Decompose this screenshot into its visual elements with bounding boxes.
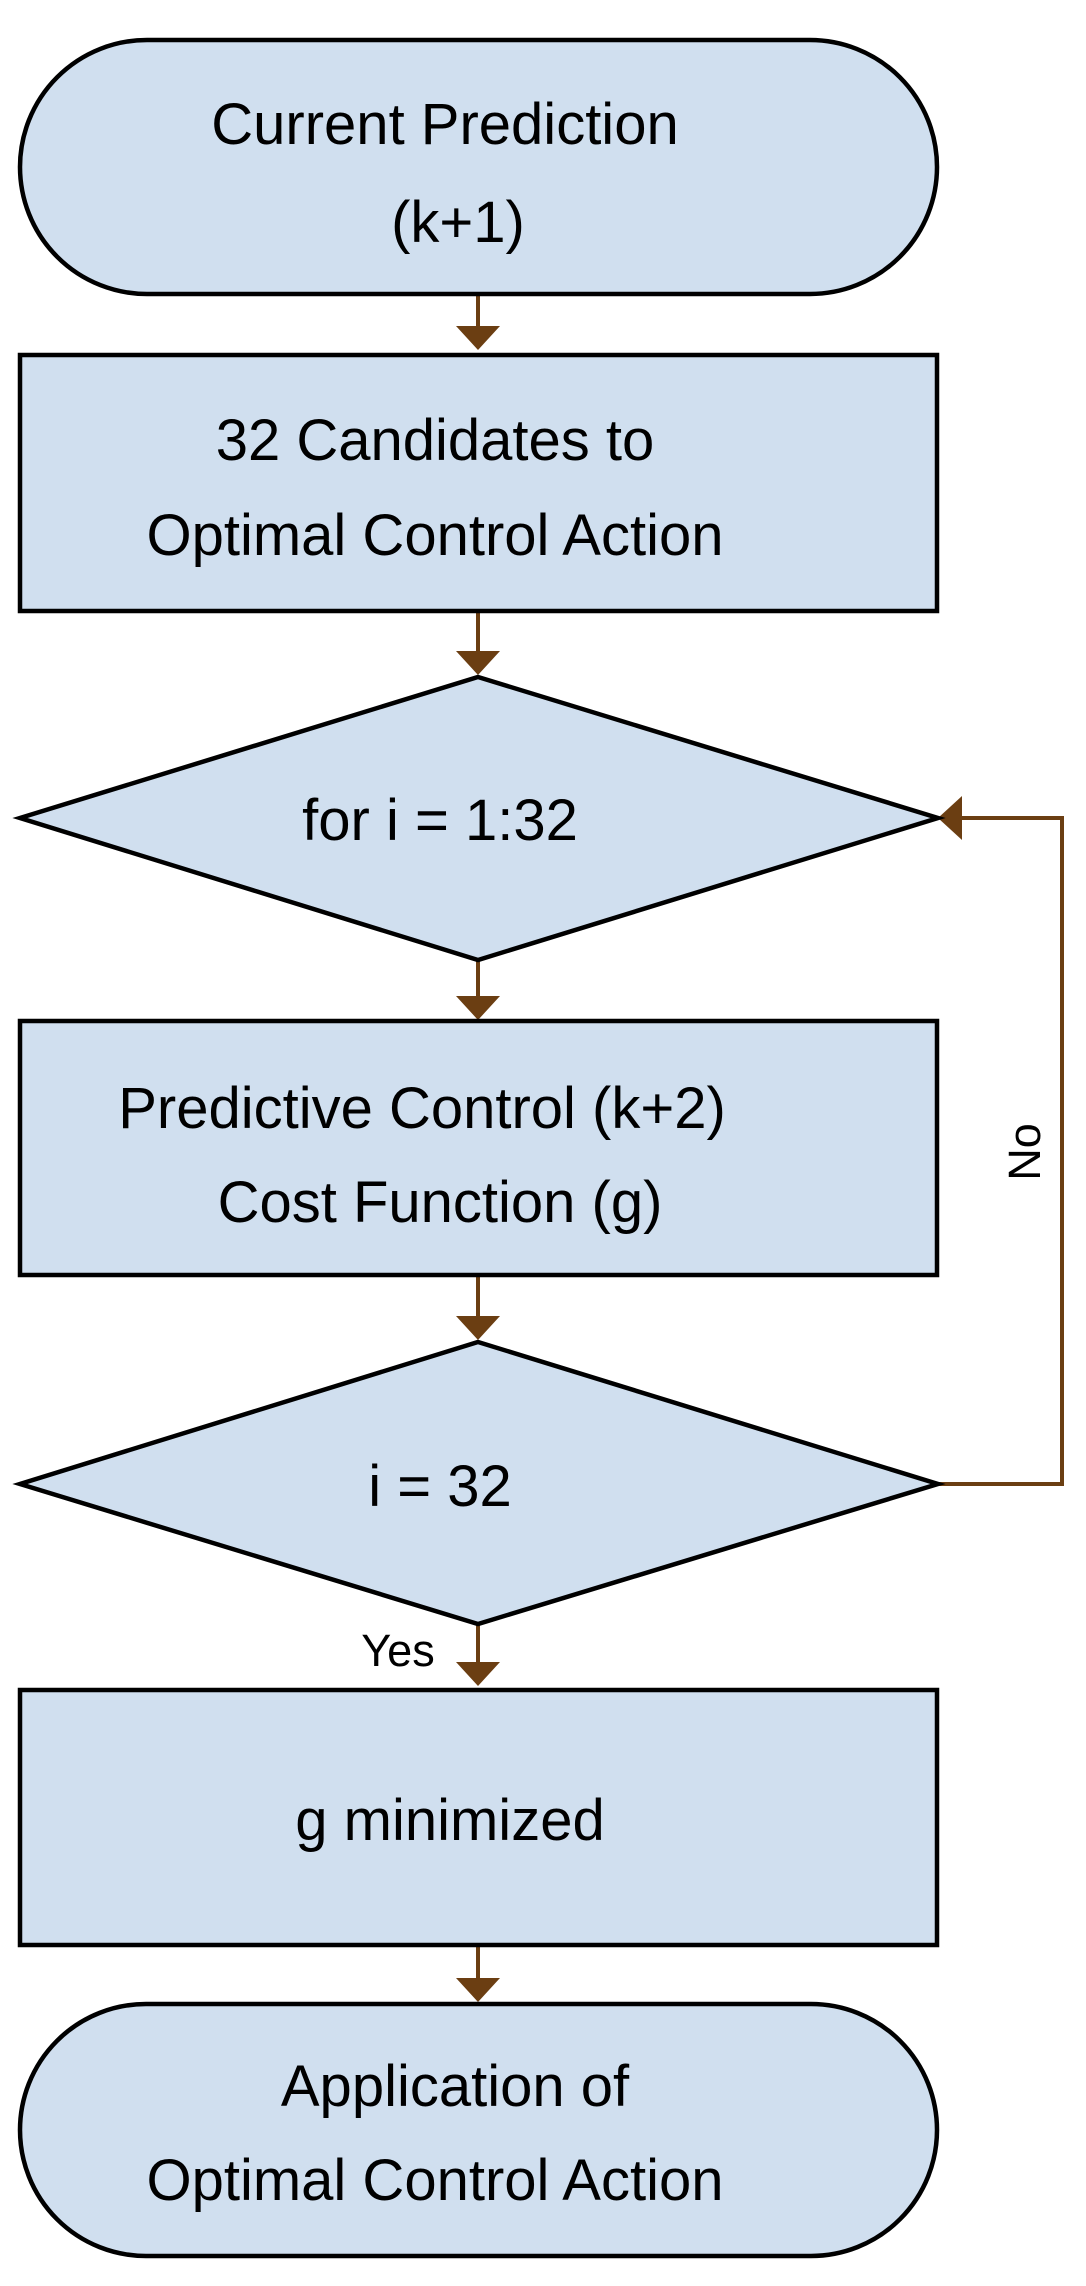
terminal-shape — [17, 37, 940, 297]
node-application: Application of Optimal Control Action — [17, 2001, 940, 2259]
process-shape — [17, 352, 940, 614]
connector-minimize-to-end — [456, 1945, 500, 2002]
node-loop: for i = 1:32 — [12, 674, 946, 963]
terminal-shape — [17, 2001, 940, 2259]
decision-shape — [12, 674, 946, 963]
node-predictive-control: Predictive Control (k+2) Cost Function (… — [17, 1018, 940, 1278]
node-label-line-2: Optimal Control Action — [146, 2148, 723, 2213]
connector-loop-to-predictive — [456, 960, 500, 1020]
node-label-line-1: g minimized — [295, 1788, 604, 1853]
node-label-line-1: 32 Candidates to — [216, 408, 655, 473]
node-label-line-1: for i = 1:32 — [302, 788, 578, 853]
node-candidates: 32 Candidates to Optimal Control Action — [17, 352, 940, 614]
edge-label-no: No — [999, 1123, 1050, 1181]
node-g-minimized: g minimized — [17, 1687, 940, 1948]
decision-shape — [12, 1339, 946, 1627]
node-check: i = 32 — [12, 1339, 946, 1627]
process-shape — [17, 1018, 940, 1278]
connector-check-to-loop — [938, 796, 1064, 1486]
node-label-line-1: i = 32 — [368, 1454, 512, 1519]
node-label-line-1: Current Prediction — [211, 92, 678, 157]
node-label-line-2: Optimal Control Action — [146, 503, 723, 568]
connector-start-to-candidates — [456, 294, 500, 350]
connector-candidates-to-loop — [456, 611, 500, 675]
connector-predictive-to-check — [456, 1275, 500, 1340]
node-label-line-1: Predictive Control (k+2) — [118, 1076, 726, 1141]
node-current-prediction: Current Prediction (k+1) — [17, 37, 940, 297]
node-label-line-2: Cost Function (g) — [218, 1170, 663, 1235]
connector-check-to-minimize — [456, 1624, 500, 1686]
process-shape — [17, 1687, 940, 1948]
edge-label-yes: Yes — [361, 1625, 434, 1676]
node-label-line-2: (k+1) — [391, 190, 525, 255]
node-label-line-1: Application of — [281, 2054, 630, 2119]
